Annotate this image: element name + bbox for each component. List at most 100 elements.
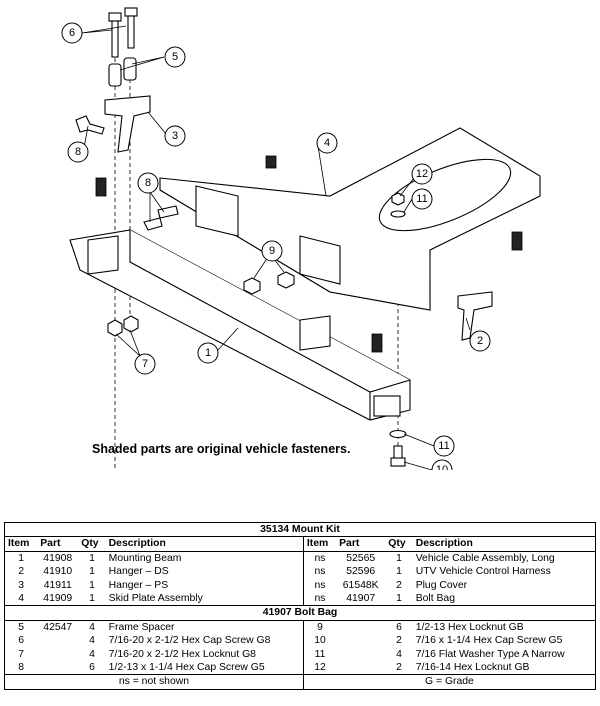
- callout-3-label: 3: [172, 130, 178, 142]
- callout-8-mid-label: 8: [145, 177, 151, 189]
- kit-title-row: 35134 Mount Kit: [4, 521, 596, 538]
- qty-cell: 2: [396, 635, 402, 647]
- qty-cell: 4: [89, 621, 95, 633]
- description-cell: Vehicle Cable Assembly, Long: [415, 552, 555, 564]
- footer-note-ns: ns = not shown: [4, 674, 304, 690]
- item-cell: 7: [18, 648, 25, 660]
- callout-11-top: 11: [411, 188, 433, 210]
- item-cell: ns: [302, 592, 337, 606]
- table-footer-row: ns = not shown G = Grade: [4, 674, 596, 690]
- part-cell: [37, 634, 78, 647]
- item-cell: 9: [302, 620, 337, 635]
- callout-1-label: 1: [205, 347, 211, 359]
- frame-spacer-part: [108, 57, 137, 87]
- description-cell: UTV Vehicle Control Harness: [415, 566, 551, 578]
- qty-cell: 6: [89, 662, 95, 674]
- qty-cell: 4: [89, 648, 95, 660]
- description-cell: Plug Cover: [415, 579, 468, 591]
- hanger-ps-part: [104, 95, 151, 153]
- table-row: 1 41908 1 Mounting Beam ns 52565 1 Vehic…: [5, 551, 596, 566]
- part-cell: [336, 620, 385, 634]
- cap-screw-part: [108, 7, 138, 58]
- callout-5: 5: [164, 46, 186, 68]
- table-header-row: Item Part Qty Description Item Part Qty …: [4, 536, 596, 552]
- qty-cell: 4: [89, 635, 95, 647]
- callout-7: 7: [134, 353, 156, 375]
- qty-cell: 1: [396, 552, 402, 564]
- item-cell: 5: [18, 621, 25, 633]
- parts-table: 35134 Mount Kit Item Part Qty Descriptio…: [4, 521, 596, 690]
- description-cell: 1/2-13 Hex Locknut GB: [415, 621, 524, 633]
- exploded-assembly-diagram: 6 5 3 8 4 12 11 8 9 2 1 7 11 10: [61, 7, 541, 470]
- callout-12-label: 12: [416, 168, 428, 180]
- qty-cell: 1: [89, 593, 95, 605]
- description-cell: 7/16 x 1-1/4 Hex Cap Screw G5: [415, 635, 563, 647]
- qty-cell: 1: [396, 593, 402, 605]
- item-cell: 2: [18, 566, 25, 578]
- column-header: Qty: [81, 538, 99, 550]
- item-cell: 8: [18, 662, 25, 674]
- item-cell: 3: [18, 579, 25, 591]
- bag-title-row: 41907 Bolt Bag: [4, 605, 596, 621]
- part-cell: 41910: [43, 566, 73, 578]
- locknut-part: [243, 277, 261, 295]
- callout-5-label: 5: [172, 51, 178, 63]
- description-cell: 7/16-20 x 2-1/2 Hex Cap Screw G8: [108, 635, 271, 647]
- callout-2-label: 2: [477, 335, 483, 347]
- column-header: Part: [40, 538, 61, 550]
- column-header: Description: [415, 538, 473, 550]
- description-cell: 7/16 Flat Washer Type A Narrow: [415, 648, 565, 660]
- callout-8-mid: 8: [137, 172, 159, 194]
- qty-cell: 1: [89, 566, 95, 578]
- description-cell: Frame Spacer: [108, 621, 175, 633]
- part-cell: 61548K: [342, 579, 379, 591]
- part-cell: 41908: [43, 552, 73, 564]
- callout-8-top-label: 8: [75, 146, 81, 158]
- part-cell: 52596: [346, 566, 376, 578]
- table-row: 5 42547 4 Frame Spacer 9 6 1/2-13 Hex Lo…: [5, 620, 596, 635]
- description-cell: Bolt Bag: [415, 593, 455, 605]
- column-header: Qty: [388, 538, 406, 550]
- callout-7-label: 7: [142, 358, 148, 370]
- callout-4-label: 4: [324, 137, 330, 149]
- item-cell: ns: [302, 565, 337, 579]
- bolt-part: [143, 217, 163, 231]
- table-row: 3 41911 1 Hanger – PS ns 61548K 2 Plug C…: [5, 578, 596, 593]
- part-cell: 41907: [346, 593, 376, 605]
- callout-1: 1: [197, 342, 219, 364]
- table-row: 2 41910 1 Hanger – DS ns 52596 1 UTV Veh…: [5, 565, 596, 579]
- item-cell: 11: [302, 647, 337, 662]
- part-cell: [336, 661, 385, 675]
- callout-2: 2: [469, 330, 491, 352]
- qty-cell: 1: [396, 566, 402, 578]
- callout-10-label: 10: [436, 464, 448, 470]
- callout-4: 4: [316, 132, 338, 154]
- footer-note-grade: G = Grade: [302, 674, 596, 690]
- callout-11-top-label: 11: [416, 193, 427, 205]
- part-cell: 41911: [43, 579, 72, 591]
- part-cell: [37, 661, 78, 675]
- description-cell: Skid Plate Assembly: [108, 593, 203, 605]
- qty-cell: 2: [396, 579, 402, 591]
- part-cell: 52565: [346, 552, 376, 564]
- callout-6: 6: [61, 22, 83, 44]
- part-cell: 41909: [43, 593, 73, 605]
- original-bolt: [265, 155, 277, 169]
- item-cell: 4: [18, 593, 25, 605]
- locknut-part: [277, 271, 295, 289]
- callout-9: 9: [261, 240, 283, 262]
- callout-11-bottom: 11: [433, 435, 455, 457]
- bolt-part: [157, 205, 179, 219]
- part-cell: [336, 634, 385, 647]
- item-cell: ns: [302, 578, 337, 593]
- description-cell: Hanger – DS: [108, 566, 169, 578]
- column-header: Item: [302, 536, 337, 552]
- qty-cell: 6: [396, 621, 402, 633]
- part-cell: 42547: [43, 621, 73, 633]
- table-row: 8 6 1/2-13 x 1-1/4 Hex Cap Screw G5 12 2…: [5, 661, 596, 675]
- original-bolt: [95, 177, 107, 197]
- callout-3: 3: [164, 125, 186, 147]
- original-bolt: [511, 231, 523, 251]
- description-cell: Hanger – PS: [108, 579, 169, 591]
- column-header: Description: [108, 538, 166, 550]
